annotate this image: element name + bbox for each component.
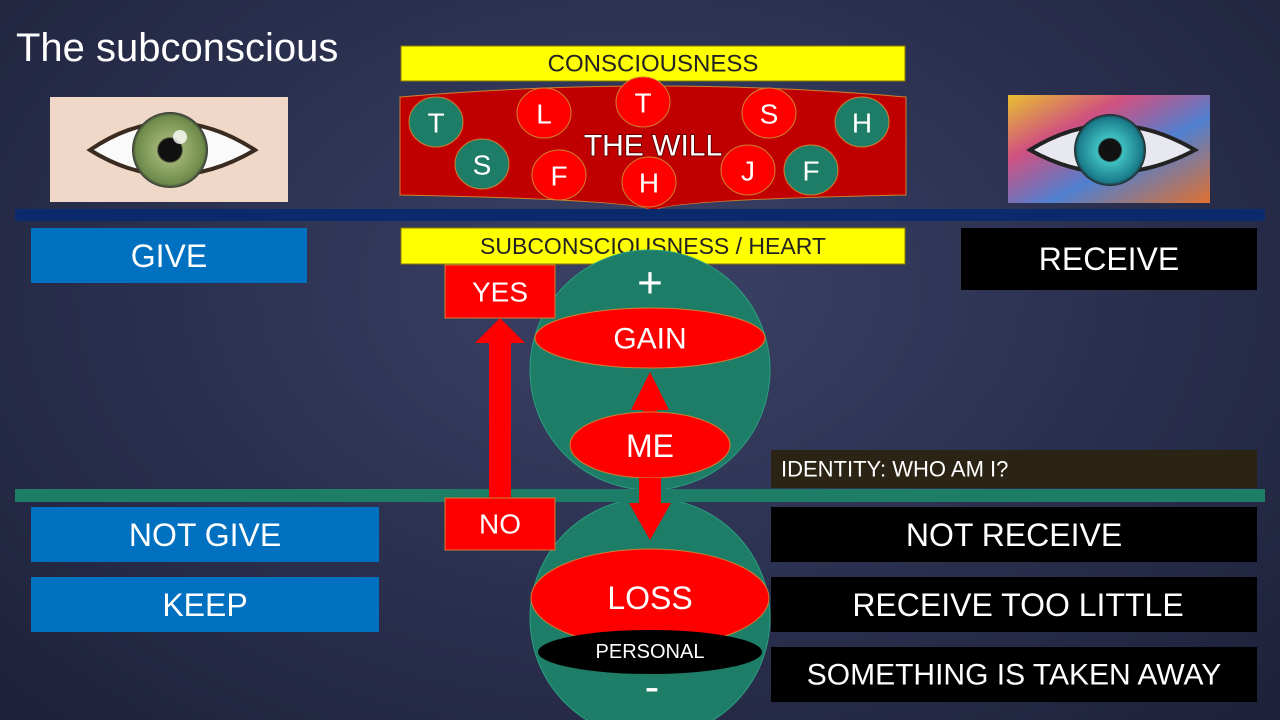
personal-ellipse: [538, 630, 762, 674]
no-box: [444, 497, 556, 551]
give-box: [31, 228, 307, 283]
red-trait-letter: S: [760, 99, 779, 130]
red-trait-circle: [615, 76, 671, 128]
identity-box: [771, 450, 1257, 488]
red-trait-circle: [516, 87, 572, 139]
not-receive-label: NOT RECEIVE: [906, 517, 1122, 553]
me-to-gain-arrow: [631, 372, 669, 415]
red-trait-letter: L: [536, 99, 552, 130]
will-label: THE WILL: [584, 130, 722, 163]
yes-label: YES: [472, 277, 528, 308]
red-trait-letter: T: [634, 88, 651, 119]
green-trait-circle: [408, 96, 464, 148]
green-trait-circle: [834, 96, 890, 148]
plus-sign: +: [637, 259, 663, 308]
taken-away-box: [771, 647, 1257, 702]
green-trait-letter: H: [852, 108, 872, 139]
taken-away-label: SOMETHING IS TAKEN AWAY: [807, 659, 1222, 692]
identity-label: IDENTITY: WHO AM I?: [781, 457, 1008, 482]
no-label: NO: [479, 509, 521, 540]
red-trait-circle: [621, 156, 677, 208]
red-trait-letter: F: [550, 161, 567, 192]
give-label: GIVE: [131, 238, 207, 274]
colorful-eye-image: [1008, 95, 1210, 203]
yes-box: [444, 264, 556, 319]
me-to-loss-arrow: [629, 478, 671, 540]
keep-label: KEEP: [162, 587, 247, 623]
gain-label: GAIN: [613, 323, 686, 356]
red-trait-circle: [720, 144, 776, 196]
green-eye-image: [50, 97, 288, 202]
keep-box: [31, 577, 379, 632]
receive-box: [961, 228, 1257, 290]
red-trait-circle: [531, 149, 587, 201]
personal-label: PERSONAL: [596, 641, 705, 663]
green-trait-circle: [783, 144, 839, 196]
gain-ellipse: [534, 307, 766, 369]
no-to-yes-arrow: [475, 318, 525, 500]
green-trait-letter: F: [802, 156, 819, 187]
consciousness-divider-line: [15, 209, 1265, 221]
not-give-box: [31, 507, 379, 562]
not-receive-box: [771, 507, 1257, 562]
slide-title: The subconscious: [16, 26, 338, 70]
green-trait-letter: T: [427, 108, 444, 139]
red-trait-circle: [741, 87, 797, 139]
green-trait-circle: [454, 138, 510, 190]
receive-too-little-label: RECEIVE TOO LITTLE: [852, 587, 1183, 623]
receive-too-little-box: [771, 577, 1257, 632]
me-label: ME: [626, 428, 674, 464]
red-trait-letter: J: [741, 156, 755, 187]
not-give-label: NOT GIVE: [129, 517, 281, 553]
loss-label: LOSS: [607, 580, 692, 616]
receive-label: RECEIVE: [1039, 241, 1179, 277]
consciousness-label: CONSCIOUSNESS: [548, 51, 759, 78]
red-trait-letter: H: [639, 168, 659, 199]
minus-sign: -: [645, 663, 660, 712]
green-trait-letter: S: [473, 150, 492, 181]
